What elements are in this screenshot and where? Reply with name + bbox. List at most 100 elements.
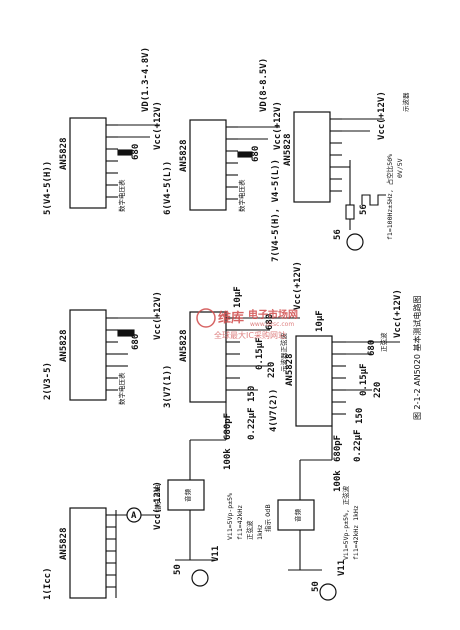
res-mid-4: 220: [373, 382, 383, 398]
circuit-5-supply: Vcc(+12V): [153, 101, 163, 150]
circuit-7-amp-note: 0V/5V: [396, 158, 404, 178]
cap-top-4: 10μF: [315, 310, 325, 332]
chip-6: [189, 119, 227, 211]
circuit-3-supply: Vcc(+12V): [293, 261, 303, 310]
instrument-4-label2: 指示 0dB: [263, 504, 272, 532]
chip-2: [69, 309, 107, 401]
circuit-7-title: 7(V4-5(H), V4-5(L)): [271, 159, 281, 262]
source-3-label: V11: [211, 546, 221, 562]
circuit-4-supply: Vcc(+12V): [393, 289, 403, 338]
audio-instrument-3: [167, 479, 205, 511]
circuit-7-res-a: 56: [359, 204, 369, 215]
circuit-6-vd: VD(8-8.5V): [259, 58, 269, 112]
circuit-1-supply: Vcc(+12V): [153, 481, 163, 530]
circuit-7-pulse-note: f1=100Hz±5Hz, 占空比50%: [385, 154, 394, 240]
ammeter-icon: [126, 507, 142, 523]
chip-7-label: AN5828: [283, 133, 293, 166]
source-3-freq: fi1=42kHz: [236, 505, 244, 540]
chip-1: [69, 507, 107, 599]
res-mid-3: 220: [267, 362, 277, 378]
circuit-2-resistor: 680: [131, 334, 141, 350]
chip-2-label: AN5828: [59, 329, 69, 362]
circuit-7: AN5828 7(V4-5(H), V4-5(L)) 56 56 Vcc(+12…: [271, 91, 410, 262]
circuit-4: AN5828 4(V7(2)) 音频 指示 0dB V11 50 100k 68…: [263, 289, 403, 601]
source-4-spec: Vi1=5Vp-p±5%, 正弦波: [341, 485, 350, 560]
chip-7: [293, 111, 331, 203]
signal-source-3-icon: [191, 569, 209, 587]
watermark-brand: 维库: [218, 310, 244, 326]
circuit-1-title: 1(Icc): [43, 567, 53, 600]
wave-note-4: 正弦波: [379, 332, 388, 352]
res-8-3: 680: [265, 314, 275, 330]
chip-6-label: AN5828: [179, 139, 189, 172]
circuit-7-supply: Vcc(+12V): [377, 91, 387, 140]
circuit-4-title: 4(V7(2)): [269, 389, 279, 432]
res-low-4: 150: [355, 408, 365, 424]
source-3-spec: Vi1=5Vp-p±5%: [226, 493, 234, 540]
source-4-res: 50: [311, 581, 321, 592]
circuit-5-vd: VD(1.3-4.8V): [141, 47, 151, 112]
circuit-1: AN5828 1(Icc) A Vcc(+12V): [43, 481, 163, 600]
circuit-6-title: 6(V4-5(L)): [163, 161, 173, 215]
pulse-source-icon: [346, 233, 364, 251]
source-4-freq: fi1=42kHz 1kHz: [352, 505, 360, 560]
cap-in-4: 680pF: [333, 435, 343, 462]
chip-2-pins: [106, 317, 160, 391]
circuit-2-title: 2(V3-5): [43, 362, 53, 400]
chip-5-pins: [106, 124, 160, 198]
circuit-2-supply: Vcc(+12V): [153, 291, 163, 340]
chip-7-pins: [330, 118, 386, 230]
source-3-res: 50: [173, 564, 183, 575]
figure-caption: 图 2-1-2 AN5020 基本测试电路图: [412, 296, 422, 421]
circuit-7-res-b: 56: [333, 229, 343, 240]
circuit-3-title: 3(V7(1)): [163, 365, 173, 408]
cap-low-4: 0.22μF: [353, 429, 363, 462]
cap-mid-3: 0.15μF: [255, 337, 265, 370]
source-3-freq2: 1kHz: [256, 524, 264, 540]
cap-mid-4: 0.15μF: [359, 363, 369, 396]
res-in-3: 100k: [223, 448, 233, 470]
watermark-cn: 电子市场网: [248, 308, 298, 321]
chip-6-pins: [226, 126, 280, 200]
circuit-5-resistor: 680: [131, 144, 141, 160]
circuit-6-supply: Vcc(+12V): [273, 101, 283, 150]
res-low-3: 150: [247, 386, 257, 402]
ammeter-label: A: [131, 511, 137, 521]
circuit-6: AN5828 6(V4-5(L)) 680 Vcc(+12V) VD(8-8.5…: [163, 58, 283, 215]
circuit-6-resistor: 680: [251, 146, 261, 162]
source-3-sine: 正弦波: [245, 520, 254, 540]
circuit-2: AN5828 2(V3-5) 680 Vcc(+12V) 数字电压表: [43, 291, 163, 405]
instrument-3-label: 音频: [183, 489, 192, 503]
chip-5: [69, 117, 107, 209]
scope-note-3: 示波器正弦波: [279, 333, 288, 373]
chip-3-label: AN5828: [179, 329, 189, 362]
chip-3-pins: [175, 317, 300, 561]
circuit-2-meter: 数字电压表: [117, 372, 126, 405]
circuit-5: AN5828 5(V4-5(H)) 680 Vcc(+12V) VD(1.3-4…: [43, 47, 163, 215]
circuit-5-title: 5(V4-5(H)): [43, 161, 53, 215]
watermark-url: www.dzsc.com: [250, 321, 294, 328]
cap-top-3: 10μF: [233, 286, 243, 308]
res-in-4: 100k: [333, 470, 343, 492]
circuit-3: AN5828 3(V7(1)) 音频 指示 0dB V11 50 100k 68…: [153, 261, 303, 587]
instrument-3-label2: 指示 0dB: [153, 484, 162, 512]
res-8-4: 680: [367, 340, 377, 356]
audio-instrument-4: [277, 499, 315, 531]
watermark: 维库 电子市场网 www.dzsc.com 全球最大IC采购网站: [196, 308, 298, 340]
instrument-4-label: 音频: [293, 509, 302, 523]
watermark-cn2: 全球最大IC采购网站: [214, 330, 286, 340]
circuit-5-meter: 数字电压表: [117, 179, 126, 212]
cap-low-3: 0.22μF: [247, 407, 257, 440]
chip-4: [295, 335, 333, 427]
watermark-logo-icon: [196, 308, 216, 328]
circuit-7-scope: 示波器: [401, 92, 410, 112]
source-4-label: V11: [337, 560, 347, 576]
chip-5-label: AN5828: [59, 137, 69, 170]
circuit-6-meter: 数字电压表: [237, 179, 246, 212]
chip-4-label: AN5828: [285, 353, 295, 386]
chip-1-label: AN5828: [59, 527, 69, 560]
signal-source-4-icon: [319, 583, 337, 601]
chip-1-pins: [106, 510, 160, 598]
cap-in-3: 680pF: [223, 413, 233, 440]
